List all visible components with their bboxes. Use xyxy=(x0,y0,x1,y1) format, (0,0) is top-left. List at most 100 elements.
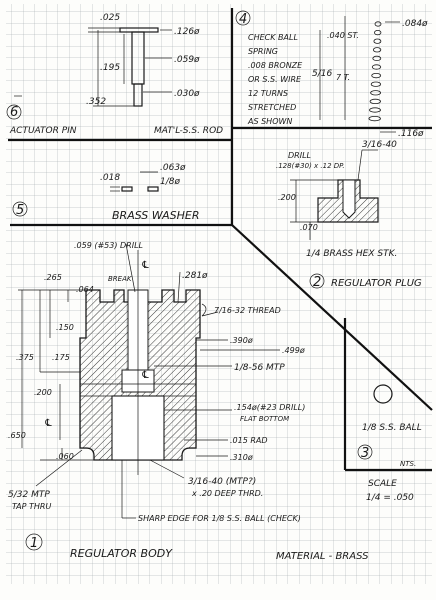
spring-coil-turn xyxy=(370,90,382,96)
body-bore-note-2: FLAT BOTTOM xyxy=(240,415,289,423)
spring-number-circle xyxy=(235,10,251,26)
body-bottom-thread-2: x .20 DEEP THRD. xyxy=(191,489,263,498)
ball-drawing xyxy=(373,384,393,404)
spring-coil-drawing xyxy=(368,21,382,122)
spring-note-line: OR S.S. WIRE xyxy=(248,75,302,84)
body-dim-150: .150 xyxy=(56,323,74,332)
body-sharp-edge: SHARP EDGE FOR 1/8 S.S. BALL (CHECK) xyxy=(138,514,301,523)
spring-coil-turn xyxy=(369,98,381,105)
washer-dim-id: 1/8ø xyxy=(160,177,180,187)
body-thread-top: 7/16-32 THREAD xyxy=(214,306,281,315)
spring-note-line: CHECK BALL xyxy=(248,33,298,42)
spring-dim-coil-bottom: .116ø xyxy=(398,129,424,139)
ball-nts: NTS. xyxy=(400,460,416,468)
body-left-tap-1: 5/32 MTP xyxy=(8,490,50,500)
spring-coil-turn xyxy=(372,55,382,62)
plug-thread: 3/16-40 xyxy=(362,140,397,150)
spring-note-line: .008 BRONZE xyxy=(248,61,303,70)
body-centerline-top: ℄ xyxy=(141,260,150,271)
plug-part-number: 2 xyxy=(313,275,321,290)
panel-borders xyxy=(8,8,433,472)
spring-dim-length: 5/16 xyxy=(312,69,332,79)
body-dim-175: .175 xyxy=(52,353,70,362)
actuator-pin-drawing xyxy=(14,27,172,107)
spring-dim-turns: 7 T. xyxy=(336,73,350,82)
body-bottom-thread-1: 3/16-40 (MTP?) xyxy=(188,477,256,487)
pin-dim-tip-dia: .030ø xyxy=(174,89,200,99)
scale-label: SCALE xyxy=(368,479,397,489)
body-title: REGULATOR BODY xyxy=(70,547,173,560)
scale-value: 1/4 = .050 xyxy=(366,493,414,503)
graph-paper-grid xyxy=(6,4,432,584)
body-dimension-lines xyxy=(18,243,280,519)
body-drawing xyxy=(79,250,201,475)
pin-dim-head-dia: .126ø xyxy=(174,27,200,37)
body-dim-375: .375 xyxy=(16,353,34,362)
body-dim-064: .064 xyxy=(76,285,94,294)
body-break-note: BREAK xyxy=(108,275,133,283)
body-dim-499: .499ø xyxy=(282,346,305,355)
washer-title: BRASS WASHER xyxy=(112,209,199,222)
spring-notes: CHECK BALL SPRING .008 BRONZE OR S.S. WI… xyxy=(247,33,303,126)
spring-coil-turn xyxy=(368,116,381,122)
pin-dim-shank-dia: .059ø xyxy=(174,55,200,65)
pin-part-number: 6 xyxy=(10,105,18,120)
body-centerline-left: ℄ xyxy=(44,418,53,429)
spring-coil-turn xyxy=(371,73,382,79)
spring-coil-turn xyxy=(369,107,381,113)
spring-note-line: STRETCHED xyxy=(248,103,296,112)
spring-coil-turn xyxy=(370,81,382,87)
body-number-circle xyxy=(25,533,43,551)
pin-dim-head-thk: .025 xyxy=(100,13,120,23)
body-dim-200: .200 xyxy=(34,388,52,397)
washer-number-circle xyxy=(12,201,28,217)
washer-drawing xyxy=(110,171,159,192)
body-dim-rad: .015 RAD xyxy=(230,436,268,445)
plug-number-circle xyxy=(309,273,325,289)
washer-dim-od: .063ø xyxy=(160,163,186,173)
pin-material: MAT'L-S.S. ROD xyxy=(154,126,223,136)
ball-label: 1/8 S.S. BALL xyxy=(362,423,422,433)
body-drill-top: .059 (#53) DRILL xyxy=(74,241,143,250)
pin-number-circle xyxy=(6,104,22,120)
spring-dim-wire-top: .084ø xyxy=(402,19,428,29)
body-left-tap-2: TAP THRU xyxy=(12,502,51,511)
body-dim-390: .390ø xyxy=(230,336,253,345)
plug-title: REGULATOR PLUG xyxy=(331,278,422,289)
washer-dim-thk: .018 xyxy=(100,173,120,183)
spring-coil-turn xyxy=(372,47,382,53)
body-mtp-mid: 1/8-56 MTP xyxy=(234,363,285,373)
spring-coil-turn xyxy=(373,38,382,44)
plug-stock: 1/4 BRASS HEX STK. xyxy=(306,249,397,259)
plug-dim-flange: .070 xyxy=(300,223,318,232)
spring-note-line: SPRING xyxy=(248,47,278,56)
body-bore-note-1: .154ø(#23 DRILL) xyxy=(234,403,305,412)
spring-part-number: 4 xyxy=(239,12,247,27)
plug-drawing xyxy=(290,149,379,240)
body-dim-310: .310ø xyxy=(230,453,253,462)
ball-part-number: 3 xyxy=(361,446,369,461)
body-dim-265: .265 xyxy=(44,273,62,282)
body-part-number: 1 xyxy=(30,536,38,551)
pin-dim-shank-len: .195 xyxy=(100,63,120,73)
spring-dim-top: .040 ST. xyxy=(327,31,359,40)
plug-drill-note: DRILL xyxy=(288,151,311,160)
spring-note-line: 12 TURNS xyxy=(248,89,288,98)
spring-coil-turn xyxy=(374,29,382,36)
body-material: MATERIAL - BRASS xyxy=(276,551,369,562)
ball-number-circle xyxy=(357,444,373,460)
plug-drill-size: .128(#30) x .12 DP. xyxy=(276,162,345,170)
pin-title: ACTUATOR PIN xyxy=(9,126,77,136)
body-dim-top-dia: .281ø xyxy=(182,271,208,281)
plug-dim-height: .200 xyxy=(278,193,296,202)
pin-dim-overall: .352 xyxy=(86,97,106,107)
body-centerline-mid: ℄ xyxy=(141,370,150,381)
spring-coil-turn xyxy=(374,21,382,27)
washer-part-number: 5 xyxy=(16,203,24,218)
spring-dimension-lines xyxy=(319,16,400,133)
spring-note-line: AS SHOWN xyxy=(247,117,292,126)
body-dim-060: .060 xyxy=(56,452,74,461)
body-dim-650: .650 xyxy=(8,431,26,440)
